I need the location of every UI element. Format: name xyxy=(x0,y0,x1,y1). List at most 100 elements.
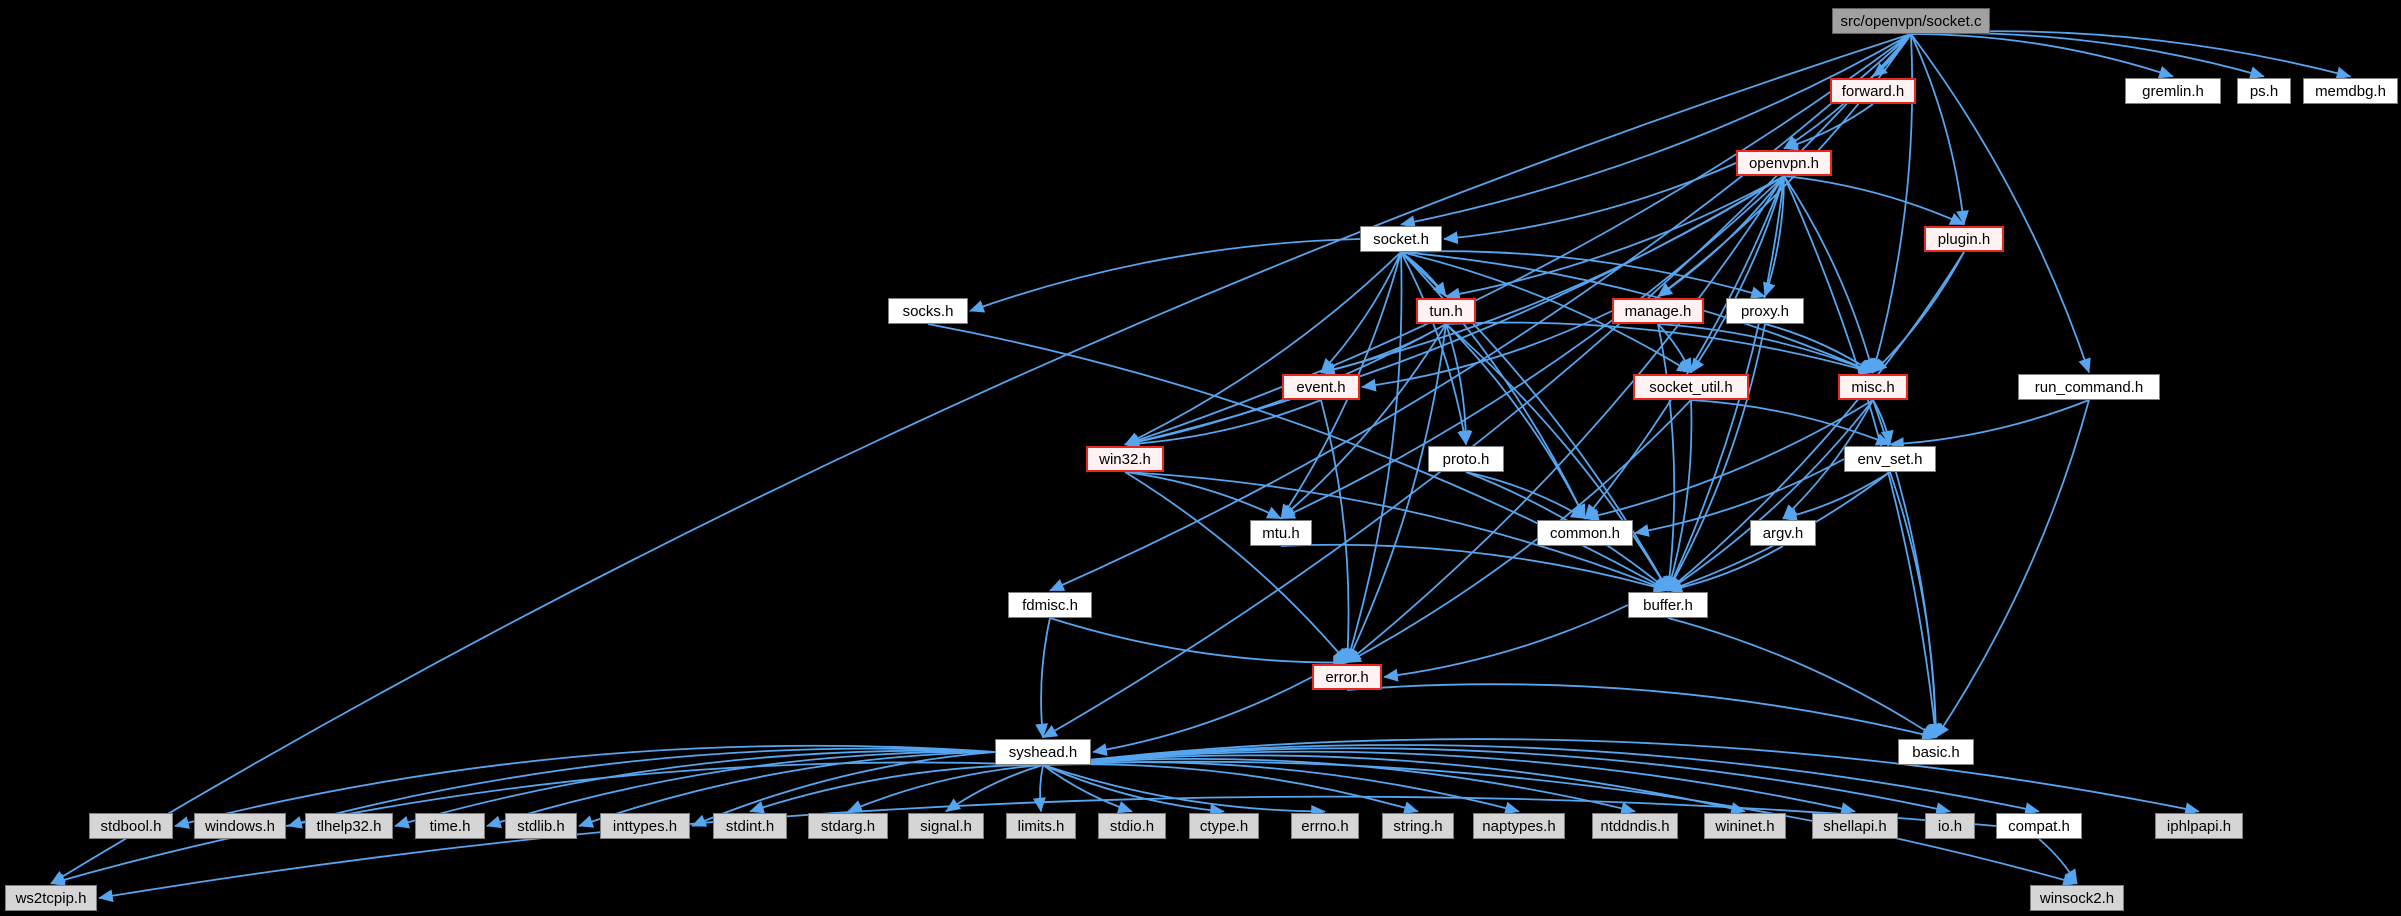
edge-manage-to-buffer xyxy=(1657,323,1677,592)
node-socks-h[interactable]: socks.h xyxy=(888,298,968,324)
edge-proxy-to-buffer xyxy=(1667,323,1766,592)
edge-openvpn-to-socketutil xyxy=(1690,175,1785,374)
edge-tun-to-misc xyxy=(1445,321,1874,376)
node-forward-h[interactable]: forward.h xyxy=(1830,78,1916,104)
node-buffer-h[interactable]: buffer.h xyxy=(1628,592,1708,618)
edge-syshead-to-stdint xyxy=(749,764,1044,814)
edge-socket-to-win32 xyxy=(1124,251,1402,446)
edge-tun-to-event xyxy=(1320,323,1447,376)
edge-envset-to-basic xyxy=(1889,471,1943,739)
node-iphlpapi-h: iphlpapi.h xyxy=(2155,813,2243,839)
node-stdio-h: stdio.h xyxy=(1098,813,1166,839)
edge-tun-to-buffer xyxy=(1445,323,1669,592)
edge-socket-to-event xyxy=(1320,251,1402,374)
node-proxy-h[interactable]: proxy.h xyxy=(1726,298,1804,324)
edge-syshead-to-tlhelp32 xyxy=(394,749,996,829)
edge-root-to-ws2tcpip xyxy=(50,33,1912,885)
edge-proto-to-common xyxy=(1465,471,1586,520)
edge-plugin-to-buffer xyxy=(1667,251,1965,592)
node-manage-h[interactable]: manage.h xyxy=(1612,298,1704,324)
edge-error-to-syshead xyxy=(1092,676,1313,757)
node-time-h: time.h xyxy=(415,813,485,839)
edge-manage-to-misc xyxy=(1657,323,1874,374)
edge-tun-to-common xyxy=(1445,323,1586,520)
edge-misc-to-argv xyxy=(1782,399,1874,520)
edge-tun-to-proto xyxy=(1445,323,1473,446)
node-ctype-h: ctype.h xyxy=(1189,813,1259,839)
edge-openvpn-to-proxy xyxy=(1763,175,1785,298)
node-common-h[interactable]: common.h xyxy=(1537,520,1633,546)
edge-openvpn-to-misc xyxy=(1783,175,1876,374)
edge-syshead-to-compat xyxy=(1042,744,2040,816)
node-signal-h: signal.h xyxy=(908,813,984,839)
edge-syshead-to-winsock2 xyxy=(1042,760,2078,887)
node-ntddndis-h: ntddndis.h xyxy=(1592,813,1678,839)
edge-mtu-to-buffer xyxy=(1280,543,1669,594)
node-errno-h: errno.h xyxy=(1291,813,1359,839)
edge-syshead-to-io xyxy=(1042,747,1951,815)
node-tlhelp32-h: tlhelp32.h xyxy=(305,813,393,839)
edge-tun-to-error xyxy=(1346,323,1447,664)
edge-root-to-ps xyxy=(1910,32,2265,79)
edge-socket-to-socks xyxy=(969,238,1361,313)
node-compat-h[interactable]: compat.h xyxy=(1996,813,2082,839)
edge-error-to-basic xyxy=(1346,683,1937,741)
edge-root-to-syshead xyxy=(1042,33,1912,739)
edge-win32-to-buffer xyxy=(1124,471,1669,592)
node-syshead-h[interactable]: syshead.h xyxy=(995,739,1091,765)
node-io-h: io.h xyxy=(1925,813,1975,839)
edge-syshead-to-limits xyxy=(1032,764,1046,813)
node-socket-h[interactable]: socket.h xyxy=(1360,226,1442,252)
edge-syshead-to-ntddndis xyxy=(1042,757,1636,815)
node-run-command-h[interactable]: run_command.h xyxy=(2018,374,2160,400)
edge-openvpn-to-tun xyxy=(1445,175,1785,301)
node-memdbg-h[interactable]: memdbg.h xyxy=(2303,78,2398,104)
edge-manage-to-socketutil xyxy=(1657,323,1692,374)
edge-syshead-to-stdarg xyxy=(847,764,1044,813)
node-fdmisc-h[interactable]: fdmisc.h xyxy=(1008,592,1092,618)
node-gremlin-h[interactable]: gremlin.h xyxy=(2125,78,2221,104)
edge-root-to-socket xyxy=(1400,33,1912,229)
edge-tun-to-mtu xyxy=(1280,323,1447,520)
node-proto-h[interactable]: proto.h xyxy=(1428,446,1504,472)
edge-event-to-error xyxy=(1320,399,1355,664)
edge-argv-to-buffer xyxy=(1667,545,1784,594)
edge-root-to-fdmisc xyxy=(1049,33,1912,592)
node-mtu-h[interactable]: mtu.h xyxy=(1250,520,1312,546)
edge-openvpn-to-manage xyxy=(1657,175,1785,298)
edge-openvpn-to-socket xyxy=(1443,162,1737,245)
node-win32-h[interactable]: win32.h xyxy=(1086,446,1164,472)
node-env-set-h[interactable]: env_set.h xyxy=(1844,446,1936,472)
edge-forward-to-openvpn xyxy=(1783,103,1874,151)
edge-openvpn-to-common xyxy=(1584,175,1785,520)
node-basic-h[interactable]: basic.h xyxy=(1898,739,1974,765)
edge-buffer-to-error xyxy=(1383,604,1629,682)
edge-syshead-to-wininet xyxy=(1042,754,1746,815)
node-stdlib-h: stdlib.h xyxy=(505,813,577,839)
edge-runcommand-to-basic xyxy=(1935,399,2090,739)
edge-socket-to-socketutil xyxy=(1400,251,1692,374)
node-ps-h[interactable]: ps.h xyxy=(2237,78,2291,104)
node-socket-util-h[interactable]: socket_util.h xyxy=(1633,374,1749,400)
edge-root-to-memdbg xyxy=(1910,30,2352,80)
edge-root-to-plugin xyxy=(1910,33,1969,226)
node-openvpn-h[interactable]: openvpn.h xyxy=(1736,150,1832,176)
edge-manage-to-event xyxy=(1361,310,1613,392)
node-misc-h[interactable]: misc.h xyxy=(1838,374,1908,400)
edge-openvpn-to-plugin xyxy=(1783,175,1965,226)
edge-fdmisc-to-error xyxy=(1049,617,1348,670)
node-string-h: string.h xyxy=(1382,813,1454,839)
node-error-h[interactable]: error.h xyxy=(1312,664,1382,690)
node-event-h[interactable]: event.h xyxy=(1282,374,1360,400)
edge-syshead-to-windows xyxy=(287,747,996,829)
node-tun-h[interactable]: tun.h xyxy=(1416,298,1476,324)
edge-proxy-to-misc xyxy=(1764,323,1874,374)
node-plugin-h[interactable]: plugin.h xyxy=(1924,226,2004,252)
node-argv-h[interactable]: argv.h xyxy=(1750,520,1816,546)
edge-syshead-to-shellapi xyxy=(1042,750,1856,815)
node-src-openvpn-socket-c: src/openvpn/socket.c xyxy=(1832,8,1990,34)
node-ws2tcpip-h: ws2tcpip.h xyxy=(5,885,97,911)
edge-syshead-to-string xyxy=(1042,763,1419,814)
